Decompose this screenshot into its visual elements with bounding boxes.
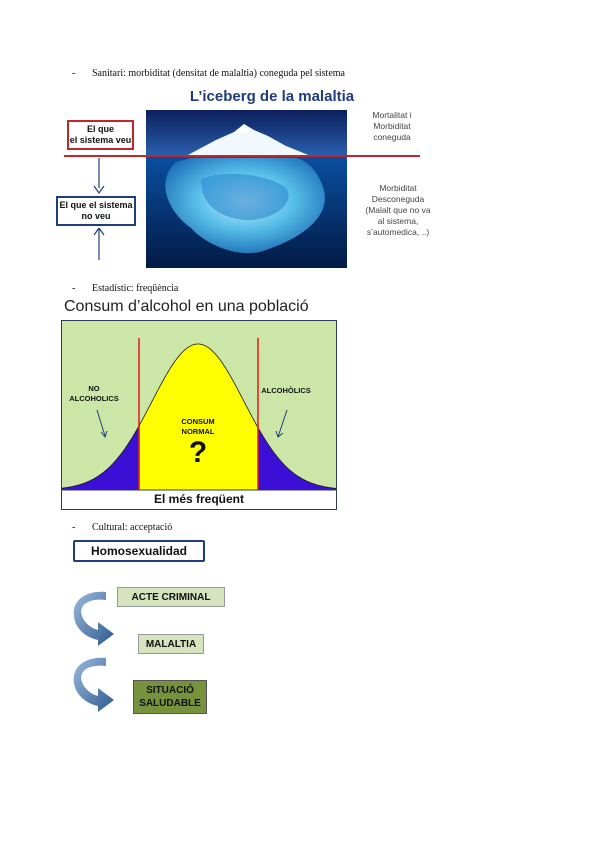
right-pointer (277, 409, 288, 438)
normal-consumption-label: CONSUM NORMAL (168, 417, 228, 437)
label-line: NO (88, 384, 100, 393)
alcohol-title: Consum d’alcohol en una població (64, 298, 309, 315)
arrow-up-icon (93, 228, 105, 260)
curved-arrow-icon (73, 591, 114, 646)
note-line: al sistema, (377, 216, 419, 226)
most-frequent-label: El més freqüent (153, 492, 245, 506)
seen-label-line1: El que (86, 124, 114, 134)
healthy-situation-box: SITUACIÓ SALUDABLE (133, 680, 207, 714)
bullet-dash: - (72, 283, 76, 294)
seen-label-line2: el sistema veu (69, 135, 132, 145)
unseen-box: El que el sistema no veu (56, 196, 136, 226)
seen-box: El que el sistema veu (67, 120, 134, 150)
known-morbidity-note: Mortalitat i Morbiditat coneguda (352, 110, 432, 143)
note-line: s’automedica, ..) (366, 227, 430, 237)
bullet-text: Estadístic: freqüència (92, 283, 179, 294)
alcohol-distribution-chart (61, 320, 337, 510)
right-tail (258, 427, 336, 490)
note-line: Morbiditat (379, 183, 417, 193)
bullet-cultural: - Cultural: acceptació (72, 522, 372, 533)
note-line: Mortalitat i (372, 110, 412, 120)
healthy-line1: SITUACIÓ (146, 685, 194, 696)
left-tail (62, 425, 139, 490)
waterline (64, 155, 420, 157)
curved-arrow-icon (73, 657, 114, 712)
bell-curve (61, 343, 337, 489)
bullet-text: Sanitari: morbiditat (densitat de malalt… (92, 68, 345, 79)
note-line: Morbiditat (373, 121, 411, 131)
center-area (139, 344, 258, 490)
alcoholics-label: ALCOHÒLICS (261, 386, 311, 395)
bullet-dash: - (72, 522, 76, 533)
note-line: Desconeguda (371, 194, 425, 204)
question-mark: ? (188, 436, 208, 469)
bullet-dash: - (72, 68, 76, 79)
unseen-label-line1: El que el sistema (59, 200, 133, 210)
left-pointer (96, 409, 106, 437)
homosexuality-box: Homosexualidad (73, 540, 205, 562)
bullet-estadistic: - Estadístic: freqüència (72, 283, 372, 294)
criminal-act-box: ACTE CRIMINAL (117, 587, 225, 607)
note-line: (Malalt que no va (365, 205, 431, 215)
bullet-text: Cultural: acceptació (92, 522, 173, 533)
label-line: NORMAL (181, 427, 215, 436)
iceberg-image (146, 110, 347, 268)
arrow-icon (100, 430, 108, 439)
label-line: ALCOHOLICS (69, 394, 119, 403)
iceberg-title: L’iceberg de la malaltia (189, 88, 355, 105)
label-line: CONSUM (181, 417, 215, 426)
healthy-line2: SALUDABLE (139, 698, 201, 709)
illness-box: MALALTIA (138, 634, 204, 654)
no-alcoholics-label: NO ALCOHOLICS (64, 384, 124, 404)
arrow-down-icon (93, 158, 105, 194)
bottom-band (62, 490, 336, 509)
unknown-morbidity-note: Morbiditat Desconeguda (Malalt que no va… (352, 183, 444, 238)
bullet-sanitari: - Sanitari: morbiditat (densitat de malal… (72, 68, 512, 79)
unseen-label-line2: no veu (81, 211, 111, 221)
arrow-icon (275, 430, 284, 438)
note-line: coneguda (373, 132, 411, 142)
